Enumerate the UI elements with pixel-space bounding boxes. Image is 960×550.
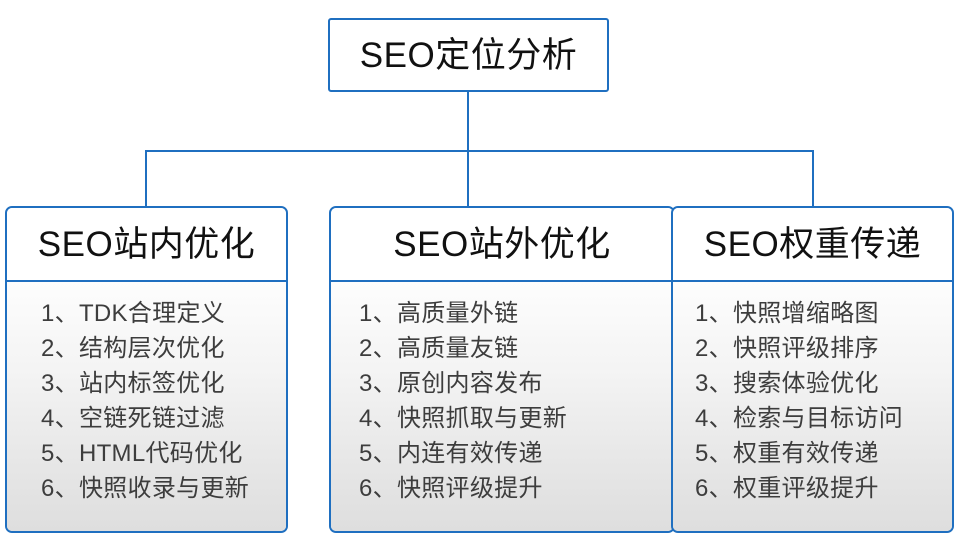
connector-root-stem [467, 92, 469, 152]
branch-2-header-label: SEO站外优化 [393, 224, 611, 264]
branch-node-2[interactable]: SEO站外优化 1、高质量外链 2、高质量友链 3、原创内容发布 4、快照抓取与… [329, 206, 675, 533]
root-node-label: SEO定位分析 [359, 35, 578, 75]
list-item: 1、高质量外链 [359, 300, 519, 327]
list-item: 1、TDK合理定义 [41, 300, 226, 327]
root-node[interactable]: SEO定位分析 [328, 18, 609, 92]
list-item: 1、快照增缩略图 [695, 300, 879, 327]
branch-3-header: SEO权重传递 [673, 208, 952, 282]
list-item: 5、HTML代码优化 [41, 440, 243, 467]
list-item: 2、快照评级排序 [695, 335, 879, 362]
connector-drop-branch-1 [145, 150, 147, 208]
list-item: 5、权重有效传递 [695, 440, 879, 467]
branch-2-list: 1、高质量外链 2、高质量友链 3、原创内容发布 4、快照抓取与更新 5、内连有… [331, 282, 673, 531]
connector-drop-branch-2 [467, 150, 469, 208]
list-item: 6、权重评级提升 [695, 475, 879, 502]
connector-drop-branch-3 [812, 150, 814, 208]
branch-1-list: 1、TDK合理定义 2、结构层次优化 3、站内标签优化 4、空链死链过滤 5、H… [7, 282, 286, 531]
list-item: 4、空链死链过滤 [41, 405, 225, 432]
list-item: 2、结构层次优化 [41, 335, 225, 362]
list-item: 5、内连有效传递 [359, 440, 543, 467]
list-item: 2、高质量友链 [359, 335, 519, 362]
list-item: 3、站内标签优化 [41, 370, 225, 397]
branch-2-header: SEO站外优化 [331, 208, 673, 282]
branch-node-3[interactable]: SEO权重传递 1、快照增缩略图 2、快照评级排序 3、搜索体验优化 4、检索与… [671, 206, 954, 533]
branch-1-header: SEO站内优化 [7, 208, 286, 282]
branch-3-header-label: SEO权重传递 [703, 224, 922, 264]
list-item: 4、快照抓取与更新 [359, 405, 568, 432]
list-item: 3、搜索体验优化 [695, 370, 879, 397]
branch-node-1[interactable]: SEO站内优化 1、TDK合理定义 2、结构层次优化 3、站内标签优化 4、空链… [5, 206, 288, 533]
list-item: 4、检索与目标访问 [695, 405, 904, 432]
connector-horizontal-bus [145, 150, 814, 152]
list-item: 6、快照评级提升 [359, 475, 543, 502]
branch-3-list: 1、快照增缩略图 2、快照评级排序 3、搜索体验优化 4、检索与目标访问 5、权… [673, 282, 952, 531]
list-item: 3、原创内容发布 [359, 370, 543, 397]
list-item: 6、快照收录与更新 [41, 475, 250, 502]
branch-1-header-label: SEO站内优化 [37, 224, 256, 264]
